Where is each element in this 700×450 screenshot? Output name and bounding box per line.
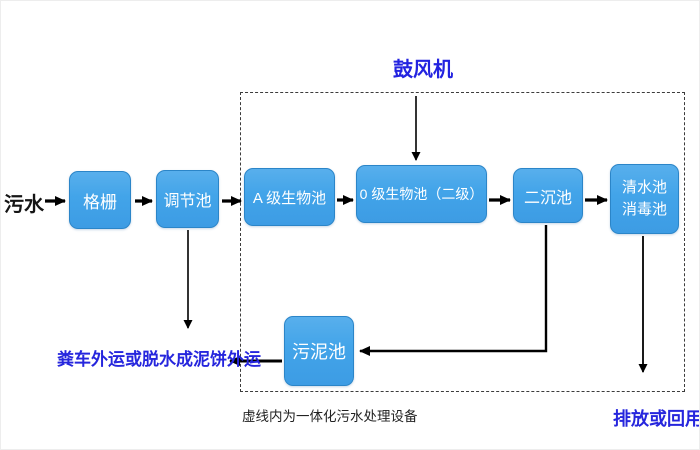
node-a-bio-tank-label: A 级生物池 — [252, 189, 327, 207]
discharge-or-reuse-label: 排放或回用 — [613, 409, 700, 429]
node-grille-label: 格栅 — [83, 192, 117, 212]
node-sludge-tank: 污泥池 — [284, 316, 354, 386]
node-secondary-clarifier-label: 二沉池 — [523, 189, 572, 207]
node-clear-water-tank-label-line2: 消毒池 — [621, 201, 667, 218]
blower-label: 鼓风机 — [393, 59, 453, 81]
node-regulating-tank-label: 调节池 — [163, 193, 212, 210]
node-o-bio-tank: 0 级生物池（二级） — [356, 165, 487, 223]
node-o-bio-tank-label: 0 级生物池（二级） — [359, 186, 484, 202]
node-a-bio-tank: A 级生物池 — [244, 168, 335, 226]
node-sludge-tank-label: 污泥池 — [292, 342, 346, 362]
node-grille: 格栅 — [69, 171, 131, 229]
arrow-secondary-clarifier-to-sludge-tank — [359, 225, 548, 356]
node-secondary-clarifier: 二沉池 — [513, 168, 583, 223]
node-clear-water-tank-label-line1: 清水池 — [621, 179, 667, 197]
node-clear-water-disinfection-tank: 清水池 消毒池 — [610, 164, 679, 234]
node-regulating-tank: 调节池 — [156, 170, 219, 228]
integrated-equipment-dashed-boundary — [240, 92, 685, 392]
inflow-label: 污水 — [4, 194, 44, 216]
sludge-out-label: 粪车外运或脱水成泥饼外运 — [57, 350, 261, 369]
dashed-box-note-label: 虚线内为一体化污水处理设备 — [242, 409, 418, 424]
